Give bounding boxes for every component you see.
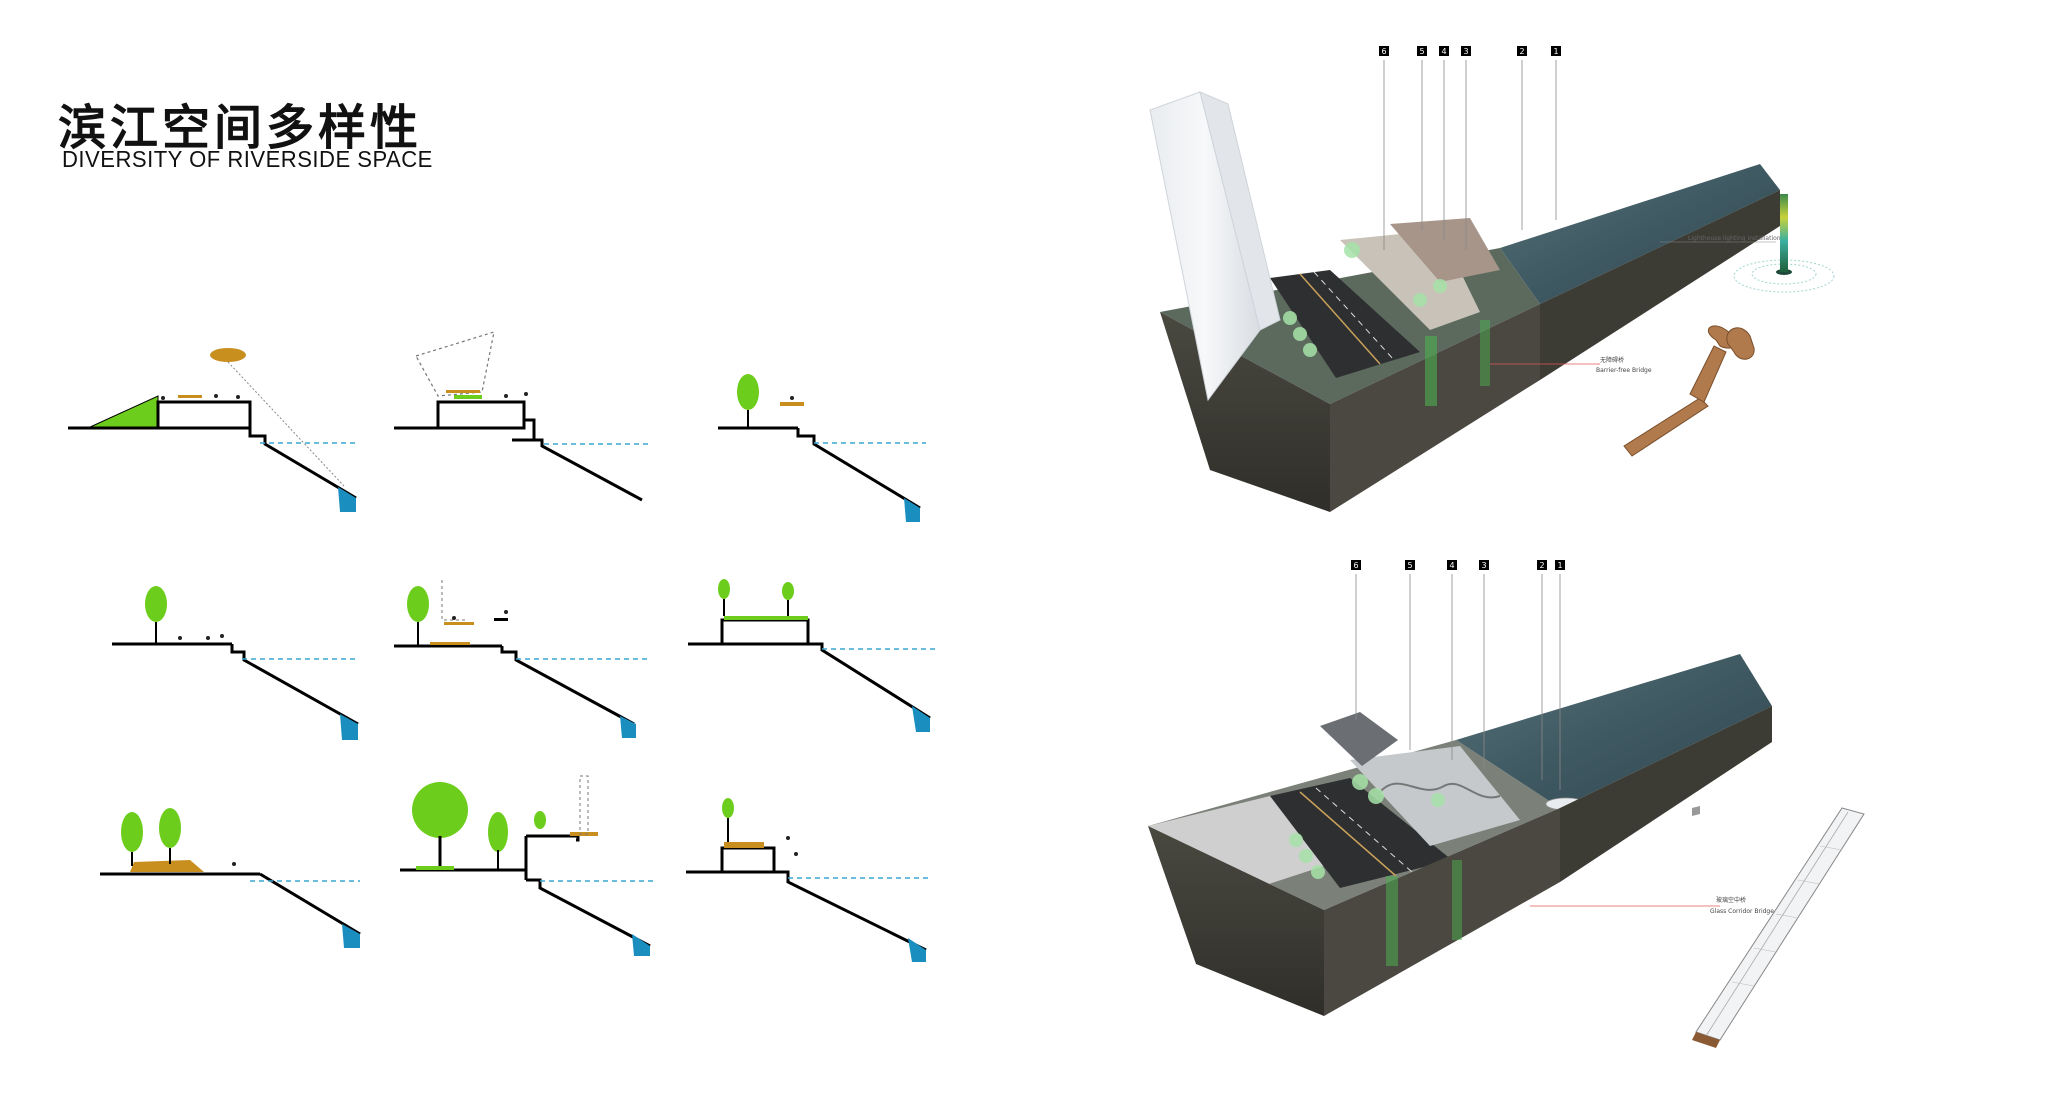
lighthouse-installation (1733, 194, 1835, 293)
river-surface (1500, 164, 1780, 304)
section-diagram-2 (394, 331, 650, 502)
callout-number: 4 (1441, 47, 1446, 56)
callout-number: 6 (1381, 47, 1386, 56)
section-diagram-6 (688, 579, 936, 732)
callout-number: 1 (1553, 47, 1558, 56)
callout-light: Lighthouse lighting installation (1688, 235, 1781, 242)
section-diagram-7 (100, 808, 361, 948)
callout-number: 4 (1449, 561, 1454, 570)
page-title: 滨江空间多样性 (58, 100, 423, 156)
callout-numbers-bottom: 6 5 4 3 2 1 (1351, 560, 1565, 570)
callout-bridge-zh: 无障碍桥 (1600, 356, 1624, 364)
callout-numbers-top: 6 5 4 3 2 1 (1379, 46, 1561, 56)
callout-number: 6 (1353, 561, 1358, 570)
barrier-free-bridge-model (1623, 325, 1755, 457)
callout-number: 2 (1539, 561, 1544, 570)
callout-number: 2 (1519, 47, 1524, 56)
section-diagram-4 (112, 586, 359, 740)
axonometric-model-top: 6 5 4 3 2 1 无障碍桥 Barrier-free Bridge Lig… (1149, 46, 1835, 512)
section-diagram-5 (394, 580, 648, 738)
callout-bridge-en: Barrier-free Bridge (1596, 367, 1652, 374)
river-surface (1456, 654, 1772, 808)
callout-glass-bridge-en: Glass Corridor Bridge (1710, 908, 1774, 915)
callout-glass-bridge-zh: 玻璃空中桥 (1716, 896, 1746, 904)
section-diagram-1 (68, 348, 357, 512)
section-diagram-9 (686, 798, 932, 962)
callout-number: 5 (1419, 47, 1424, 56)
callout-number: 3 (1463, 47, 1468, 56)
section-diagram-8 (400, 775, 654, 956)
callout-number: 1 (1557, 561, 1562, 570)
page-subtitle: DIVERSITY OF RIVERSIDE SPACE (62, 146, 433, 172)
callout-number: 3 (1481, 561, 1486, 570)
callout-number: 5 (1407, 561, 1412, 570)
glass-corridor-bridge-model (1692, 806, 1865, 1048)
axonometric-model-bottom: 6 5 4 3 2 1 玻璃空中桥 Glass Corridor Bridge (1148, 560, 1865, 1048)
section-diagram-3 (718, 374, 926, 522)
